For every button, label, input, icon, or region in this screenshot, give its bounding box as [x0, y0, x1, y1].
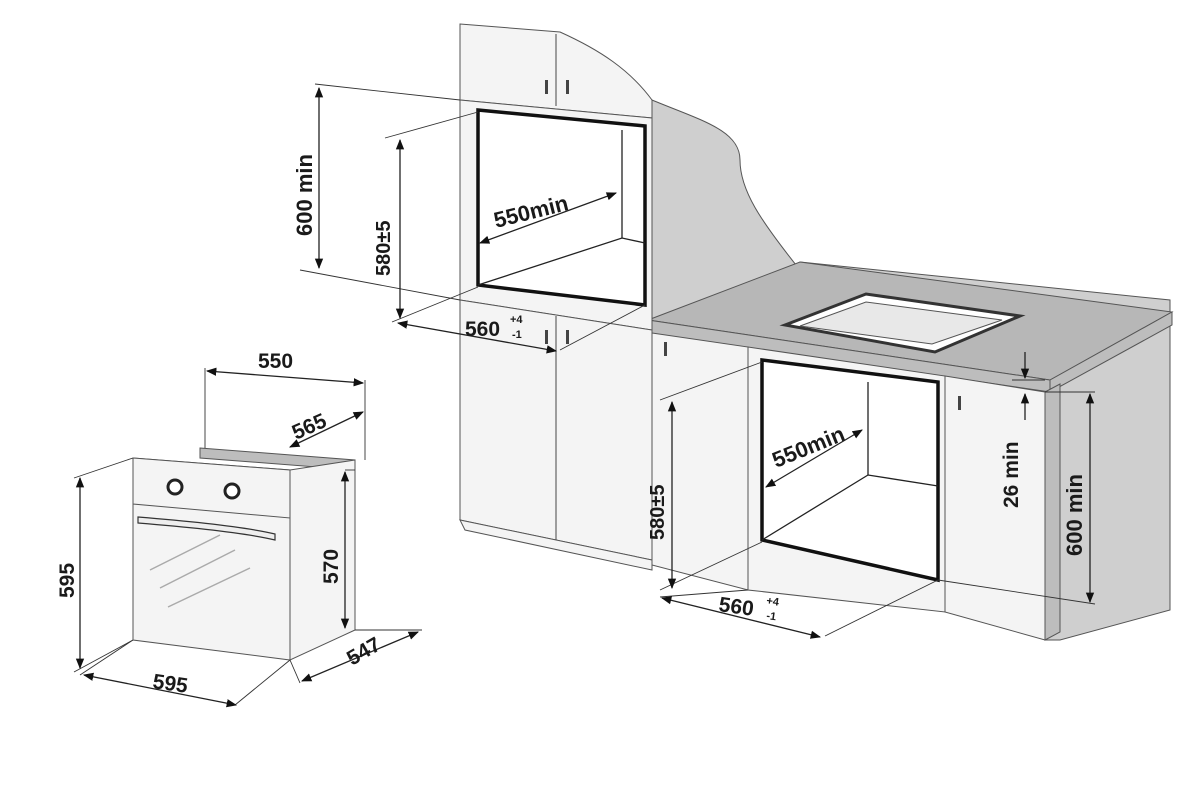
oven-handle — [137, 516, 276, 541]
oven-height-label: 595 — [56, 563, 79, 598]
base-right-handle — [958, 396, 961, 410]
upper-cabinet-handle-right — [566, 80, 569, 94]
oven-width-top-label: 550 — [258, 350, 293, 373]
base-cabinet-right — [944, 375, 1061, 641]
wall-niche-dimension-lines — [299, 83, 646, 354]
tall-cabinet-lower — [459, 299, 653, 571]
base-niche-width-tol-minus: -1 — [766, 610, 777, 623]
wall-niche-width-tol-minus: -1 — [512, 329, 522, 341]
base-cabinet-left — [651, 332, 749, 591]
base-niche-width-tol-plus: +4 — [766, 595, 781, 609]
lower-cabinet-handle-left — [545, 330, 548, 344]
base-cavity-height-label: 600 min — [1062, 474, 1087, 556]
vent-gap-label: 26 min — [1000, 441, 1023, 508]
oven-body-height-label: 570 — [320, 549, 343, 584]
oven-depth-top-label: 565 — [289, 409, 331, 444]
upper-cabinet-handle-left — [545, 80, 548, 94]
lower-cabinet-handle-right — [566, 330, 569, 344]
oven-knob-right — [223, 482, 241, 500]
oven-knob-left — [166, 478, 184, 496]
upper-cabinet — [459, 23, 653, 119]
oven — [132, 447, 356, 661]
under-counter-dimension-lines — [659, 352, 1096, 639]
base-left-handle — [664, 342, 667, 356]
oven-dimension-lines — [73, 367, 422, 708]
countertop — [646, 261, 1174, 393]
wall-niche-width-tol-plus: +4 — [510, 314, 523, 326]
base-niche-height-label: 580±5 — [647, 485, 669, 540]
oven-side-depth-label: 547 — [343, 633, 385, 670]
wall-niche-width-label: 560 — [465, 318, 500, 341]
wall-niche-height-label: 580±5 — [373, 221, 395, 276]
wall-cavity-height-label: 600 min — [292, 154, 317, 236]
oven-width-front-label: 595 — [151, 670, 189, 698]
base-niche-width-label: 560 — [717, 593, 755, 621]
